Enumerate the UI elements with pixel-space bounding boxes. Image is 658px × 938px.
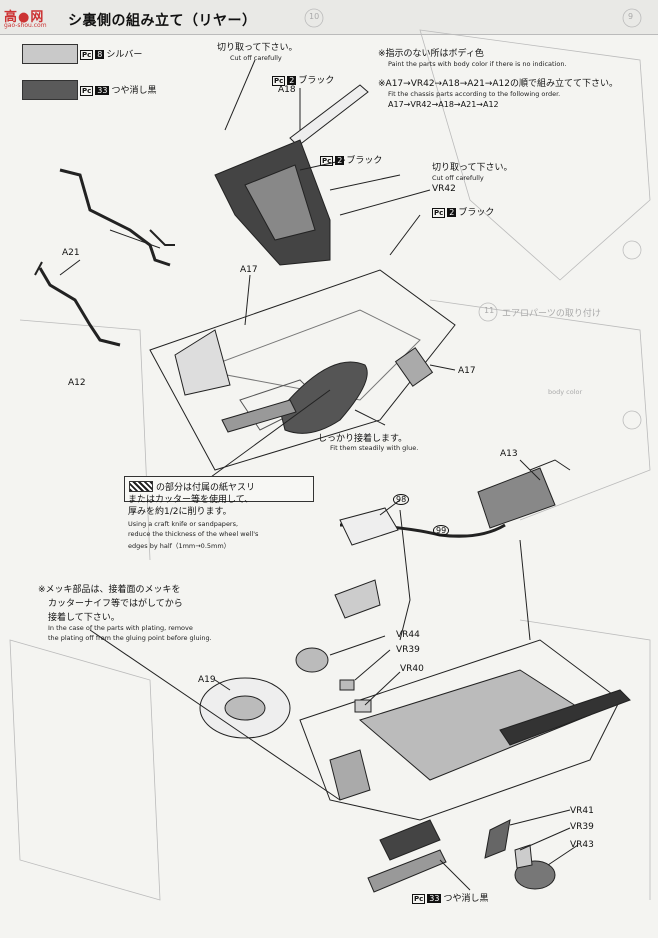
plating-note-jp-3: 接着して下さい。 [48,613,120,623]
pc-code-badge: Pc [412,894,426,904]
body-color-note-en: Paint the parts with body color if there… [388,60,567,68]
part-a21: A21 [62,248,80,258]
paint-number: 33 [95,86,110,95]
watermark-logo: 高●网 [4,10,45,25]
file-note-jp-2: またはカッター等を使用して、 [128,495,254,505]
file-note-en-3: edges by half（1mm→0.5mm） [128,542,231,550]
pc-code-badge: Pc [80,50,94,60]
part-vr42: VR42 [432,184,456,194]
cut-note-jp-2: 切り取って下さい。 [432,163,513,173]
paint-number: 2 [335,156,345,165]
part-98: 98 [393,494,410,505]
part-vr43: VR43 [570,840,594,850]
part-a12: A12 [68,378,86,388]
hatch-swatch-icon [129,481,153,492]
part-vr39-top: VR39 [396,645,420,655]
part-vr44: VR44 [396,630,420,640]
glue-note-en: Fit them steadily with glue. [330,444,419,452]
plating-note-en-1: In the case of the parts with plating, r… [48,624,193,632]
plating-note-jp-1: ※メッキ部品は、接着面のメッキを [38,585,181,595]
file-note-jp-3: 厚みを約1/2に削ります。 [128,507,232,517]
faded-aero-title: エアロパーツの取り付け [502,309,601,319]
faded-step-11: 11 [484,306,495,315]
file-note-en-2: reduce the thickness of the wheel well's [128,530,259,538]
order-note-jp: ※A17→VR42→A18→A21→A12の順で組み立てて下さい。 [378,79,619,89]
faded-step-9: 9 [628,12,634,21]
callout-text: ブラック [346,156,383,166]
paint-number: 33 [427,894,442,903]
pc-code-badge: Pc [320,156,334,166]
part-99: 99 [433,525,450,536]
part-vr40: VR40 [400,664,424,674]
file-note-jp-1: の部分は付属の紙ヤスリ [156,483,256,493]
paint-number: 2 [447,208,457,217]
part-a17-right: A17 [458,366,476,376]
glue-note-jp: しっかり接着します。 [318,434,408,444]
part-a17-top: A17 [240,265,258,275]
part-a18: A18 [278,85,296,95]
cut-note-jp-1: 切り取って下さい。 [217,43,298,53]
part-a19: A19 [198,675,216,685]
faded-step-10: 10 [309,12,320,21]
order-sequence: A17→VR42→A18→A21→A12 [388,100,499,109]
callout-text: ブラック [298,76,335,86]
pc-code-badge: Pc [272,76,286,86]
callout-text: つや消し黒 [443,894,489,904]
paint-name: つや消し黒 [111,86,157,96]
header-bar: 高●网 gao-shou.com シ裏側の組み立て（リヤー） [0,0,658,35]
plating-note-en-2: the plating off from the gluing point be… [48,634,212,642]
file-down-note-box [124,476,314,502]
part-vr39-bottom: VR39 [570,822,594,832]
cut-note-en-1: Cut off carefully [230,54,282,62]
paint-swatch-silver [22,44,78,64]
part-a13: A13 [500,449,518,459]
callout-text: ブラック [458,208,495,218]
watermark-url: gao-shou.com [4,22,47,29]
page-title: シ裏側の組み立て（リヤー） [68,13,257,29]
cut-note-en-2: Cut off carefully [432,174,484,182]
faded-body-color: body color [548,388,583,396]
plating-note-jp-2: カッターナイフ等ではがしてから [48,599,183,609]
pc-code-badge: Pc [432,208,446,218]
pc-code-badge: Pc [80,86,94,96]
file-note-en-1: Using a craft knife or sandpapers, [128,520,239,528]
paint-name: シルバー [106,50,143,60]
order-note-en: Fit the chassis parts according to the f… [388,90,561,98]
paint-number: 2 [287,76,297,85]
part-vr41: VR41 [570,806,594,816]
body-color-note-jp: ※指示のない所はボディ色 [378,49,484,59]
paint-number: 8 [95,50,105,59]
paint-swatch-flat-black [22,80,78,100]
